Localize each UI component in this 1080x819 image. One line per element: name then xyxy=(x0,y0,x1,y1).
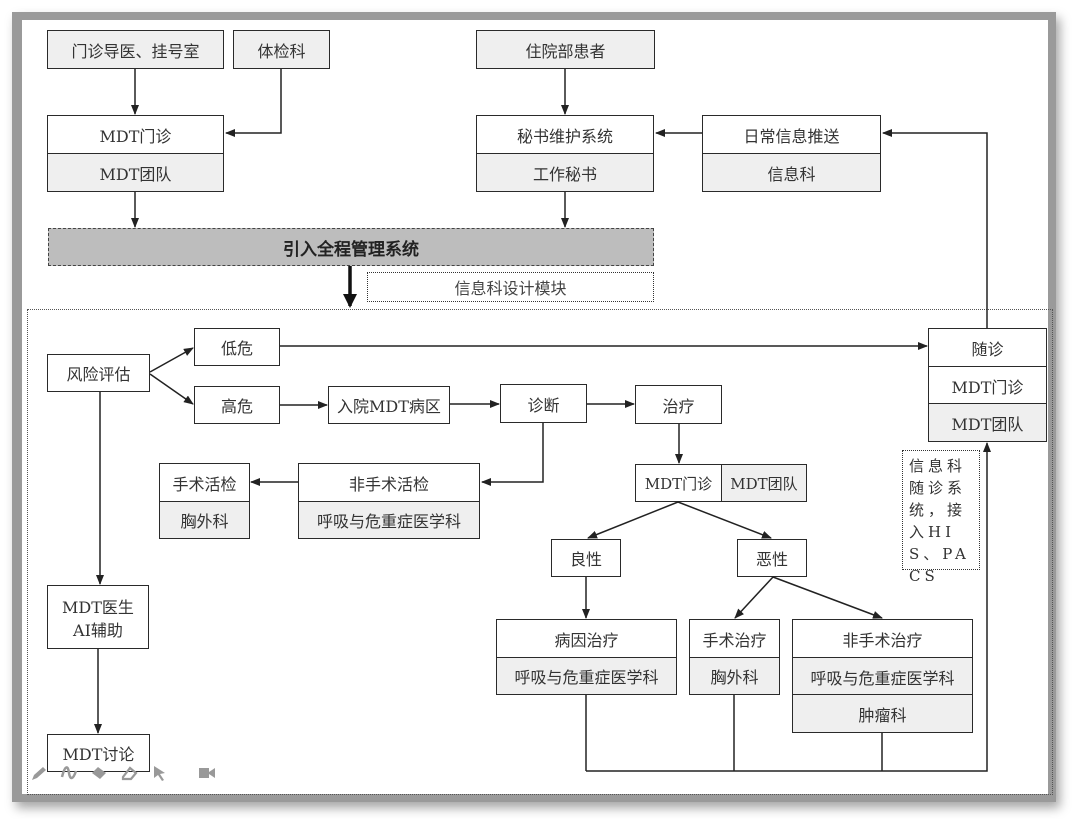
module-scope-region xyxy=(27,309,1053,795)
low-risk-label: 低危 xyxy=(220,339,253,358)
benign-label: 良性 xyxy=(569,550,602,569)
thoracic-surgery-label: 胸外科 xyxy=(160,501,249,538)
followup-box: 随诊 MDT门诊 MDT团队 xyxy=(928,328,1047,442)
mdt-row-box: MDT门诊 MDT团队 xyxy=(635,464,807,502)
module-note: 信息科设计模块 xyxy=(367,272,654,302)
malignant-label: 恶性 xyxy=(755,550,788,569)
oncology-dept-label: 肿瘤科 xyxy=(793,694,972,732)
surgical-tx-box: 手术治疗 胸外科 xyxy=(689,619,780,695)
malignant-box: 恶性 xyxy=(737,539,807,577)
management-system-bar: 引入全程管理系统 xyxy=(48,228,654,266)
nonsurgical-dept1-label: 呼吸与危重症医学科 xyxy=(793,657,972,695)
surgical-biopsy-label: 手术活检 xyxy=(172,475,237,494)
mdt-doctor-label: MDT医生 xyxy=(62,598,134,617)
highlighter-icon[interactable] xyxy=(90,765,108,781)
outpatient-guide-label: 门诊导医、挂号室 xyxy=(71,41,200,61)
mdt-discussion-label: MDT讨论 xyxy=(62,745,135,764)
diagnosis-box: 诊断 xyxy=(500,384,587,423)
mdt-team-label: MDT团队 xyxy=(48,153,223,191)
etiological-tx-label: 病因治疗 xyxy=(554,631,619,650)
nonsurgical-tx-label: 非手术治疗 xyxy=(842,631,923,650)
diagnosis-label: 诊断 xyxy=(527,395,560,415)
secretary-team-label: 工作秘书 xyxy=(477,153,653,191)
followup-team-label: MDT团队 xyxy=(929,403,1046,441)
respiratory-dept-label: 呼吸与危重症医学科 xyxy=(299,501,479,538)
low-risk-box: 低危 xyxy=(194,328,280,366)
admission-box: 入院MDT病区 xyxy=(328,386,450,424)
etiological-tx-box: 病因治疗 呼吸与危重症医学科 xyxy=(496,619,677,695)
surgical-tx-label: 手术治疗 xyxy=(702,631,767,650)
mdt-clinic-box: MDT门诊 MDT团队 xyxy=(47,115,224,192)
secretary-system-box: 秘书维护系统 工作秘书 xyxy=(476,115,654,192)
high-risk-box: 高危 xyxy=(194,386,280,424)
daily-push-label: 日常信息推送 xyxy=(743,127,840,146)
etiological-dept-label: 呼吸与危重症医学科 xyxy=(497,657,676,694)
video-icon[interactable] xyxy=(198,765,216,781)
followup-system-note: 信息科随诊系统，接入HIS、PACS xyxy=(902,450,980,585)
mdt-clinic-label: MDT门诊 xyxy=(99,127,172,146)
mdt-row-team-label: MDT团队 xyxy=(722,465,806,501)
mdt-doctor-box: MDT医生 AI辅助 xyxy=(47,585,149,649)
pointer-icon[interactable] xyxy=(151,765,169,781)
pen-icon[interactable] xyxy=(30,765,48,781)
daily-push-box: 日常信息推送 信息科 xyxy=(702,115,881,192)
followup-label: 随诊 xyxy=(971,340,1004,359)
nonsurgical-biopsy-box: 非手术活检 呼吸与危重症医学科 xyxy=(298,463,480,539)
outpatient-guide-box: 门诊导医、挂号室 xyxy=(47,30,224,69)
treatment-label: 治疗 xyxy=(662,396,695,416)
physical-exam-label: 体检科 xyxy=(257,41,306,61)
admission-label: 入院MDT病区 xyxy=(337,397,441,416)
risk-assessment-box: 风险评估 xyxy=(47,354,150,392)
risk-assessment-label: 风险评估 xyxy=(66,365,131,384)
info-dept-label: 信息科 xyxy=(703,153,880,191)
inpatient-box: 住院部患者 xyxy=(476,30,655,69)
surgical-biopsy-box: 手术活检 胸外科 xyxy=(159,463,250,539)
followup-clinic-label: MDT门诊 xyxy=(929,366,1046,404)
freehand-icon[interactable] xyxy=(60,765,78,781)
mdt-row-clinic-label: MDT门诊 xyxy=(636,465,722,501)
nonsurgical-biopsy-label: 非手术活检 xyxy=(348,475,429,494)
physical-exam-box: 体检科 xyxy=(233,30,330,69)
secretary-system-label: 秘书维护系统 xyxy=(516,127,613,146)
high-risk-label: 高危 xyxy=(220,397,253,416)
nonsurgical-tx-box: 非手术治疗 呼吸与危重症医学科 肿瘤科 xyxy=(792,619,973,733)
benign-box: 良性 xyxy=(551,539,621,577)
eraser-icon[interactable] xyxy=(120,765,138,781)
ai-assist-label: AI辅助 xyxy=(73,621,123,640)
treatment-box: 治疗 xyxy=(635,385,722,424)
surgical-dept-label: 胸外科 xyxy=(690,657,779,694)
inpatient-label: 住院部患者 xyxy=(525,41,606,61)
